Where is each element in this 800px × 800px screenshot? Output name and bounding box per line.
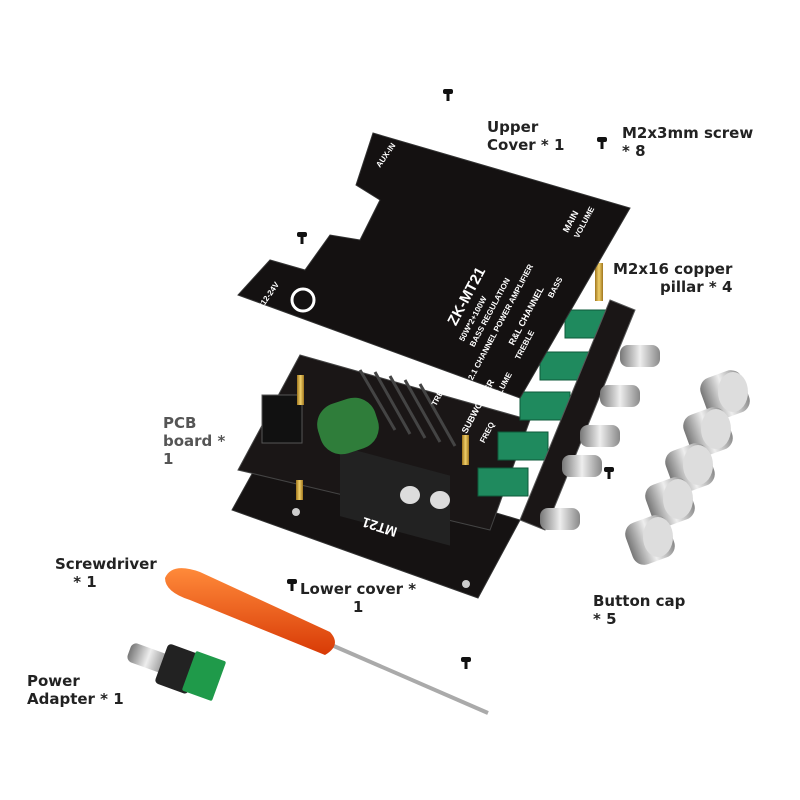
button-cap-label: Button cap * 5	[593, 592, 685, 628]
hole	[462, 580, 470, 588]
label-line: Power	[27, 672, 80, 690]
capacitor	[317, 397, 379, 455]
screwdriver-label: Screwdriver * 1	[55, 555, 157, 591]
pcb-label: PCB board * 1	[163, 414, 225, 468]
power-adapter-label: Power Adapter * 1	[27, 672, 124, 708]
knobs	[540, 345, 660, 530]
screw-icons	[287, 89, 614, 669]
hole	[292, 508, 300, 516]
label-line: 1	[352, 598, 364, 616]
button-caps	[625, 370, 750, 565]
screwdriver	[165, 568, 489, 715]
copper-pillars	[296, 263, 603, 500]
label-line: * 1	[73, 573, 97, 591]
label-line: Lower cover *	[300, 580, 417, 598]
upper-cover-label: Upper Cover * 1	[487, 118, 564, 154]
label-line: pillar * 4	[659, 278, 733, 296]
label-line: Button cap	[593, 592, 686, 610]
label-line: * 5	[593, 610, 617, 628]
power-icon	[290, 287, 316, 313]
label-line: M2x16 copper	[613, 260, 733, 278]
label-line: PCB	[163, 414, 197, 432]
label-line: * 8	[622, 142, 646, 160]
heatsink-fins	[358, 369, 457, 447]
label-line: Adapter * 1	[27, 690, 124, 708]
pillar-label: M2x16 copper pillar * 4	[613, 260, 732, 296]
small-capacitor	[430, 491, 450, 509]
label-line: 1	[163, 450, 174, 468]
lower-cover-label: Lower cover * 1	[300, 580, 416, 616]
screw-label: M2x3mm screw * 8	[622, 124, 753, 160]
small-capacitor	[400, 486, 420, 504]
label-line: M2x3mm screw	[622, 124, 754, 142]
pcb-board	[237, 354, 531, 531]
label-line: Screwdriver	[55, 555, 157, 573]
label-line: Upper	[487, 118, 539, 136]
front-panel	[519, 299, 636, 531]
heatsink	[340, 446, 450, 546]
power-adapter	[127, 643, 226, 701]
upper-cover	[237, 132, 631, 399]
label-line: board *	[163, 432, 226, 450]
label-line: Cover * 1	[487, 136, 565, 154]
dc-jack	[261, 394, 303, 444]
